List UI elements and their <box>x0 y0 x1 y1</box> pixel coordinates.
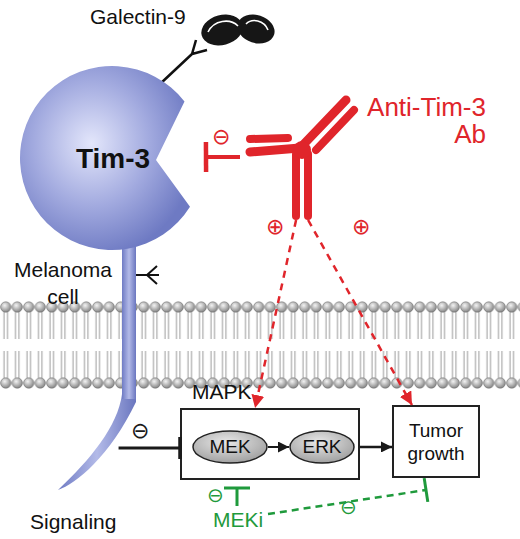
node-text: ERK <box>289 430 355 464</box>
receptor-domain <box>20 66 190 250</box>
connector-group <box>360 446 392 447</box>
connector-group <box>308 220 412 405</box>
pathway-box: MAPKMEKERK <box>180 408 360 480</box>
lipid-bilayer <box>0 300 520 390</box>
antibody-node: Anti-Tim-3 Ab <box>240 90 495 220</box>
inhibition-symbol: ⊖ <box>340 496 357 519</box>
cell-label: Melanoma cell <box>8 256 118 310</box>
edge-symbol: ⊖ <box>212 124 230 149</box>
node-text: Tumor growth <box>394 407 478 476</box>
molecule-label: Galectin-9 <box>90 5 186 29</box>
inhibition-bar <box>178 437 182 459</box>
antibody-fc-chain <box>304 154 312 216</box>
node-text: MEK <box>192 430 268 464</box>
galectin-lobe <box>234 10 279 48</box>
node-text: Tim-3 <box>58 143 168 175</box>
edge-symbol: ⊖ <box>131 418 149 443</box>
drug-label: MEKi <box>213 508 263 532</box>
connector-group <box>268 447 289 448</box>
inhibition-bar <box>424 478 428 502</box>
node-text: Anti-Tim-3 Ab <box>356 94 486 148</box>
antibody-light-chain <box>250 138 288 139</box>
galectin-highlight <box>208 21 268 32</box>
inhibition-tee <box>224 488 250 506</box>
pathway-label: Signaling <box>30 510 116 534</box>
edge-symbol: ⊕ <box>266 214 284 239</box>
kinase-node: ERK <box>289 430 355 464</box>
antibody-fc-chain <box>292 154 300 216</box>
inhibition-connector <box>206 155 240 159</box>
outcome-box: Tumor growth <box>392 405 480 478</box>
inhibition-connector <box>119 447 180 450</box>
inhibition-bar <box>204 142 209 172</box>
antibody-hinge <box>293 141 311 159</box>
antibody-heavy-chain <box>250 148 300 152</box>
activation-connector <box>308 220 412 405</box>
inhibition-symbol: ⊖ <box>207 484 224 507</box>
activation-connector <box>360 446 392 449</box>
antibody-light-chain <box>316 110 354 150</box>
transmembrane-stalk <box>122 234 136 399</box>
edge-symbol: ⊕ <box>352 214 370 239</box>
node-text: MAPK <box>192 380 252 404</box>
activation-connector <box>268 446 289 448</box>
activation-connector <box>255 220 296 408</box>
kinase-node: MEK <box>192 430 268 464</box>
glycan-fork <box>136 266 159 284</box>
connector-group <box>255 220 296 408</box>
glycan-chain <box>160 40 207 84</box>
